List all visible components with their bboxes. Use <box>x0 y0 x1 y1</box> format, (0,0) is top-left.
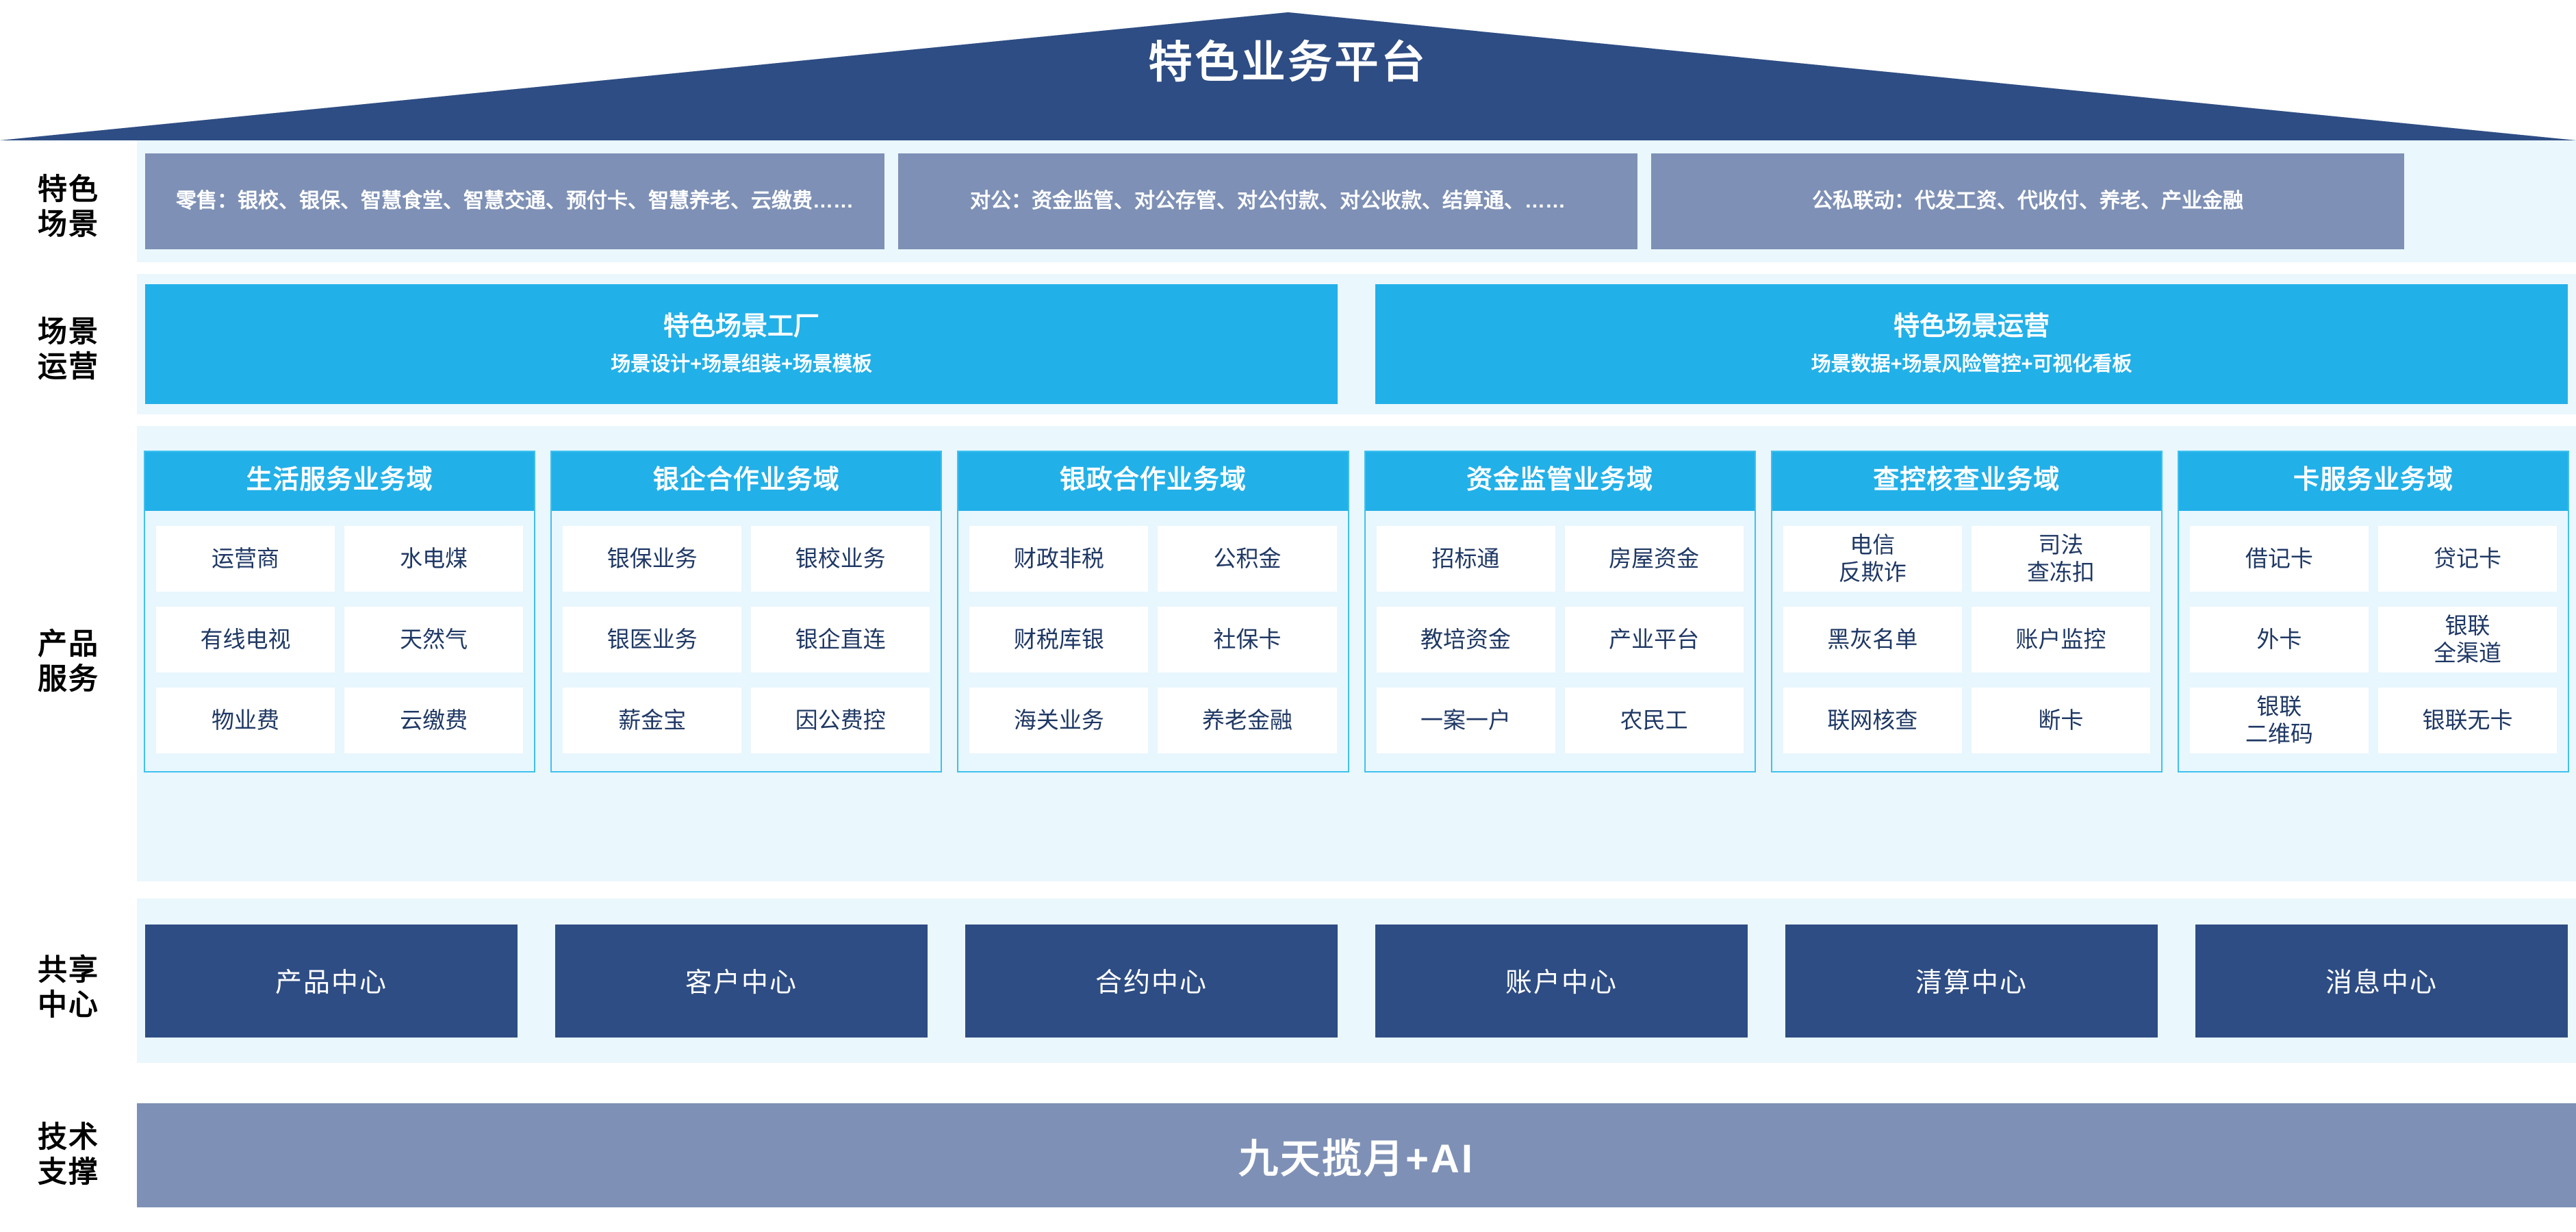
product-item-cell[interactable]: 房屋资金 <box>1564 525 1744 592</box>
shared-center-box[interactable]: 客户中心 <box>555 924 928 1038</box>
shared-centers-panel: 产品中心客户中心合约中心账户中心清算中心消息中心 <box>137 898 2576 1063</box>
product-item-cell[interactable]: 银保业务 <box>563 525 742 592</box>
tech-support-bar[interactable]: 九天揽月+AI <box>137 1103 2576 1207</box>
ops-title-scene-factory: 特色场景工厂 <box>663 312 819 342</box>
row-product-services: 产品服务 生活服务业务域运营商水电煤有线电视天然气物业费云缴费银企合作业务域银保… <box>0 426 2576 898</box>
product-item-cell[interactable]: 一案一户 <box>1376 687 1555 753</box>
product-item-cell[interactable]: 银联全渠道 <box>2377 606 2558 672</box>
row-shared-centers: 共享中心 产品中心客户中心合约中心账户中心清算中心消息中心 <box>0 898 2576 1078</box>
product-item-cell[interactable]: 海关业务 <box>969 687 1149 753</box>
product-domain-column: 银政合作业务域财政非税公积金财税库银社保卡海关业务养老金融 <box>957 451 1349 772</box>
page-title: 特色业务平台 <box>1148 38 1428 87</box>
product-domain-title[interactable]: 卡服务业务域 <box>2178 452 2568 511</box>
product-domain-grid: 招标通房屋资金教培资金产业平台一案一户农民工 <box>1366 511 1755 771</box>
product-item-cell[interactable]: 银校业务 <box>751 525 930 592</box>
product-item-cell[interactable]: 银联二维码 <box>2189 687 2369 753</box>
shared-center-box[interactable]: 合约中心 <box>965 924 1338 1038</box>
product-item-cell[interactable]: 外卡 <box>2189 606 2369 672</box>
product-item-cell[interactable]: 公积金 <box>1158 525 1337 592</box>
product-domain-grid: 运营商水电煤有线电视天然气物业费云缴费 <box>145 511 534 771</box>
product-item-cell[interactable]: 财税库银 <box>969 606 1149 672</box>
product-item-cell[interactable]: 水电煤 <box>344 525 524 592</box>
product-item-cell[interactable]: 云缴费 <box>344 687 524 753</box>
row-special-scenarios: 特色场景 零售：银校、银保、智慧食堂、智慧交通、预付卡、智慧养老、云缴费…… 对… <box>0 140 2576 274</box>
product-item-cell[interactable]: 司法查冻扣 <box>1971 525 2150 592</box>
product-item-cell[interactable]: 电信反欺诈 <box>1783 525 1962 592</box>
ops-box-scene-factory[interactable]: 特色场景工厂 场景设计+场景组装+场景模板 <box>145 284 1338 404</box>
shared-center-box[interactable]: 清算中心 <box>1785 924 2158 1038</box>
product-domain-grid: 电信反欺诈司法查冻扣黑灰名单账户监控联网核查断卡 <box>1772 511 2161 771</box>
product-item-cell[interactable]: 天然气 <box>344 606 524 672</box>
product-item-cell[interactable]: 黑灰名单 <box>1783 606 1962 672</box>
product-domain-column: 查控核查业务域电信反欺诈司法查冻扣黑灰名单账户监控联网核查断卡 <box>1770 451 2163 772</box>
row-scene-operations: 场景运营 特色场景工厂 场景设计+场景组装+场景模板 特色场景运营 场景数据+场… <box>0 274 2576 426</box>
product-item-cell[interactable]: 招标通 <box>1376 525 1555 592</box>
row-technical-support: 技术支撑 九天揽月+AI <box>0 1078 2576 1232</box>
operations-panel: 特色场景工厂 场景设计+场景组装+场景模板 特色场景运营 场景数据+场景风险管控… <box>137 274 2576 414</box>
product-item-cell[interactable]: 薪金宝 <box>563 687 742 753</box>
product-domain-title[interactable]: 资金监管业务域 <box>1365 452 1755 511</box>
product-item-cell[interactable]: 银企直连 <box>751 606 930 672</box>
product-item-cell[interactable]: 教培资金 <box>1376 606 1555 672</box>
row-label-shared-centers: 共享中心 <box>38 954 99 1022</box>
product-item-cell[interactable]: 银联无卡 <box>2377 687 2558 753</box>
product-domain-column: 资金监管业务域招标通房屋资金教培资金产业平台一案一户农民工 <box>1364 451 1756 772</box>
scenarios-panel: 零售：银校、银保、智慧食堂、智慧交通、预付卡、智慧养老、云缴费…… 对公：资金监… <box>137 140 2576 262</box>
scenario-box-public-private-linkage[interactable]: 公私联动：代发工资、代收付、养老、产业金融 <box>1651 153 2404 249</box>
product-item-cell[interactable]: 断卡 <box>1971 687 2150 753</box>
row-label-technical-support: 技术支撑 <box>38 1120 99 1189</box>
shared-center-box[interactable]: 产品中心 <box>145 924 518 1038</box>
product-item-cell[interactable]: 银医业务 <box>563 606 742 672</box>
ops-subtitle-scene-factory: 场景设计+场景组装+场景模板 <box>611 353 872 375</box>
roof-pennant-shape <box>0 12 2576 140</box>
product-item-cell[interactable]: 联网核查 <box>1783 687 1962 753</box>
product-domain-title[interactable]: 查控核查业务域 <box>1772 452 2161 511</box>
product-domain-title[interactable]: 生活服务业务域 <box>145 452 535 511</box>
product-item-cell[interactable]: 运营商 <box>156 525 335 592</box>
product-item-cell[interactable]: 有线电视 <box>156 606 335 672</box>
technical-support-panel: 九天揽月+AI <box>137 1078 2576 1232</box>
row-label-special-scenarios: 特色场景 <box>38 173 99 241</box>
product-item-cell[interactable]: 借记卡 <box>2189 525 2369 592</box>
product-item-cell[interactable]: 因公费控 <box>751 687 930 753</box>
product-domain-grid: 财政非税公积金财税库银社保卡海关业务养老金融 <box>958 511 1347 771</box>
product-domain-title[interactable]: 银政合作业务域 <box>958 452 1348 511</box>
shared-center-box[interactable]: 消息中心 <box>2195 924 2568 1038</box>
product-domain-column: 生活服务业务域运营商水电煤有线电视天然气物业费云缴费 <box>144 451 536 772</box>
row-label-scene-operations: 场景运营 <box>38 316 99 384</box>
product-domain-column: 卡服务业务域借记卡贷记卡外卡银联全渠道银联二维码银联无卡 <box>2177 451 2570 772</box>
ops-title-scene-operation: 特色场景运营 <box>1893 312 2050 342</box>
product-domain-grid: 银保业务银校业务银医业务银企直连薪金宝因公费控 <box>552 511 941 771</box>
ops-subtitle-scene-operation: 场景数据+场景风险管控+可视化看板 <box>1811 353 2132 375</box>
shared-center-box[interactable]: 账户中心 <box>1375 924 1748 1038</box>
product-item-cell[interactable]: 养老金融 <box>1158 687 1337 753</box>
ops-box-scene-operation[interactable]: 特色场景运营 场景数据+场景风险管控+可视化看板 <box>1375 284 2568 404</box>
row-label-product-services: 产品服务 <box>38 628 99 696</box>
product-item-cell[interactable]: 账户监控 <box>1971 606 2150 672</box>
platform-header: 特色业务平台 <box>0 0 2576 140</box>
product-domain-grid: 借记卡贷记卡外卡银联全渠道银联二维码银联无卡 <box>2179 511 2568 771</box>
product-item-cell[interactable]: 社保卡 <box>1158 606 1337 672</box>
product-domains-panel: 生活服务业务域运营商水电煤有线电视天然气物业费云缴费银企合作业务域银保业务银校业… <box>137 426 2576 881</box>
scenario-box-retail[interactable]: 零售：银校、银保、智慧食堂、智慧交通、预付卡、智慧养老、云缴费…… <box>145 153 884 249</box>
product-item-cell[interactable]: 贷记卡 <box>2377 525 2558 592</box>
product-domain-title[interactable]: 银企合作业务域 <box>552 452 941 511</box>
product-item-cell[interactable]: 物业费 <box>156 687 335 753</box>
product-domain-column: 银企合作业务域银保业务银校业务银医业务银企直连薪金宝因公费控 <box>550 451 943 772</box>
product-item-cell[interactable]: 财政非税 <box>969 525 1149 592</box>
product-item-cell[interactable]: 农民工 <box>1564 687 1744 753</box>
product-item-cell[interactable]: 产业平台 <box>1564 606 1744 672</box>
scenario-box-corporate[interactable]: 对公：资金监管、对公存管、对公付款、对公收款、结算通、…… <box>898 153 1637 249</box>
